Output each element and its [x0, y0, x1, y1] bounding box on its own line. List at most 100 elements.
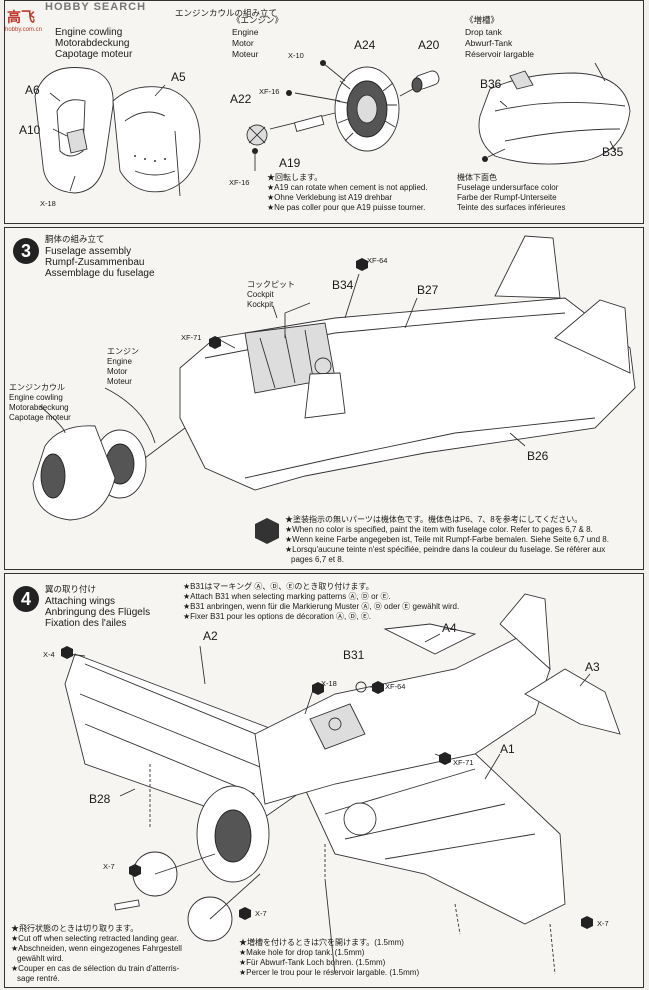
- cowling-label-de: Motorabdeckung: [9, 403, 69, 412]
- part-a2: A2: [203, 629, 218, 643]
- part-a10: A10: [19, 123, 41, 137]
- paint-x4: X-4: [43, 650, 55, 659]
- part-a3: A3: [585, 660, 600, 674]
- paint-x7-a: X-7: [103, 862, 115, 871]
- part-a6: A6: [25, 83, 40, 97]
- step4-title-de: Anbringung des Flügels: [45, 607, 151, 618]
- engine-title-jp: 《エンジン》: [232, 15, 284, 25]
- under-color-fr: Teinte des surfaces inférieures: [457, 203, 566, 212]
- cowling-label-en: Engine cowling: [9, 393, 63, 402]
- paint-xf16-engine: XF-16: [259, 87, 280, 96]
- gear-note-fr: ★Couper en cas de sélection du train d'a…: [11, 964, 180, 973]
- step3-title-jp: 胴体の組み立て: [45, 234, 105, 244]
- color-note-jp: ★塗装指示の無いパーツは機体色です。機体色はP6、7、8を参考にしてください。: [285, 515, 583, 524]
- cowling-label-fr: Capotage moteur: [9, 413, 71, 422]
- color-note-en: ★When no color is specified, paint the i…: [285, 525, 593, 534]
- marking-note-jp: ★B31はマーキング Ⓐ、Ⓓ、Ⓔのとき取り付けます。: [183, 582, 374, 591]
- color-note-de: ★Wenn keine Farbe angegeben ist, Teile m…: [285, 535, 609, 544]
- paint-xf64: XF-64: [385, 682, 406, 691]
- gear-note-fr-2: sage rentré.: [17, 974, 60, 983]
- rotate-note-fr: ★Ne pas coller pour que A19 puisse tourn…: [267, 203, 426, 212]
- step2-title-fr: Capotage moteur: [55, 49, 133, 60]
- paint-x10: X-10: [288, 51, 304, 60]
- gear-note-de-2: gewählt wird.: [17, 954, 64, 963]
- step4-drawing: [61, 593, 621, 975]
- part-a19: A19: [279, 156, 301, 170]
- step3-title-fr: Assemblage du fuselage: [45, 268, 155, 279]
- rotate-note-de: ★Ohne Verklebung ist A19 drehbar: [267, 193, 393, 202]
- step4-title-fr: Fixation des l'ailes: [45, 618, 127, 629]
- paint-xf16-gear: XF-16: [229, 178, 250, 187]
- part-b26: B26: [527, 449, 549, 463]
- paint-x18: X-18: [321, 679, 337, 688]
- gear-note-en: ★Cut off when selecting retracted landin…: [11, 934, 179, 943]
- part-a24: A24: [354, 38, 376, 52]
- tank-note-jp: ★増槽を付けるときは穴を開けます。(1.5mm): [239, 938, 404, 947]
- engine-title-en: Engine: [232, 27, 259, 37]
- droptank-title-en: Drop tank: [465, 27, 502, 37]
- color-note-fr: ★Lorsqu'aucune teinte n'est spécifiée, p…: [285, 545, 606, 554]
- step2-drawing: [34, 60, 631, 197]
- step4-title-jp: 翼の取り付け: [45, 584, 97, 594]
- droptank-title-jp: 《増槽》: [465, 15, 500, 25]
- step3-drawing: [32, 235, 636, 544]
- under-color-jp: 機体下面色: [457, 173, 497, 182]
- marking-note-en: ★Attach B31 when selecting marking patte…: [183, 592, 391, 601]
- step3-number: 3: [13, 238, 39, 264]
- step2-title-en: Engine cowling: [55, 27, 123, 38]
- part-a1: A1: [500, 742, 515, 756]
- part-b28: B28: [89, 792, 111, 806]
- paint-xf71: XF-71: [181, 333, 202, 342]
- paint-x18: X-18: [40, 199, 56, 208]
- tank-note-fr: ★Percer le trou pour le réservoir largab…: [239, 968, 420, 977]
- engine-label-de: Motor: [107, 367, 128, 376]
- cockpit-label-jp: コックピット: [247, 280, 295, 289]
- droptank-title-fr: Réservoir largable: [465, 49, 534, 59]
- rotate-note-jp: ★回転します。: [267, 173, 323, 182]
- step3-panel: 3 胴体の組み立て Fuselage assembly Rumpf-Zusamm…: [4, 227, 644, 570]
- rotate-note-en: ★A19 can rotate when cement is not appli…: [267, 183, 428, 192]
- under-color-de: Farbe der Rumpf-Unterseite: [457, 193, 557, 202]
- part-a5: A5: [171, 70, 186, 84]
- step4-number: 4: [13, 586, 39, 612]
- gear-note-de: ★Abschneiden, wenn eingezogenes Fahrgest…: [11, 944, 182, 953]
- part-b31: B31: [343, 648, 365, 662]
- marking-note-fr: ★Fixer B31 pour les options de décoratio…: [183, 612, 372, 621]
- paint-x7-c: X-7: [597, 919, 609, 928]
- step2-title-jp: エンジンカウルの組み立て: [175, 8, 278, 18]
- engine-label-fr: Moteur: [107, 377, 132, 386]
- engine-title-de: Motor: [232, 38, 254, 48]
- part-a4: A4: [442, 621, 457, 635]
- engine-label-en: Engine: [107, 357, 132, 366]
- paint-x7-b: X-7: [255, 909, 267, 918]
- cowling-label-jp: エンジンカウル: [9, 383, 65, 392]
- under-color-en: Fuselage undersurface color: [457, 183, 559, 192]
- droptank-title-de: Abwurf-Tank: [465, 38, 513, 48]
- step3-title-en: Fuselage assembly: [45, 246, 132, 257]
- step2-title-de: Motorabdeckung: [55, 38, 130, 49]
- step2-panel: 高飞 HOBBY SEARCH hobby.com.cn エンジンカウルの組み立…: [4, 0, 644, 224]
- color-note-fr-2: pages 6,7 et 8.: [291, 555, 344, 564]
- engine-label-jp: エンジン: [107, 347, 139, 356]
- marking-note-de: ★B31 anbringen, wenn für die Markierung …: [183, 602, 460, 611]
- step4-title-en: Attaching wings: [45, 596, 116, 607]
- watermark-logo-cn: 高飞: [7, 9, 35, 25]
- engine-title-fr: Moteur: [232, 49, 259, 59]
- paint-xf64: XF-64: [367, 256, 388, 265]
- gear-note-jp: ★飛行状態のときは切り取ります。: [11, 924, 139, 933]
- watermark-logo: 高飞 HOBBY SEARCH hobby.com.cn: [5, 1, 175, 33]
- cockpit-label-de: Kockpit: [247, 300, 274, 309]
- tank-note-de: ★Für Abwurf-Tank Loch bohren. (1.5mm): [239, 958, 386, 967]
- watermark-logo-en: HOBBY SEARCH: [45, 1, 147, 13]
- tank-note-en: ★Make hole for drop tank. (1.5mm): [239, 948, 365, 957]
- part-a20: A20: [418, 38, 440, 52]
- step4-panel: 4 翼の取り付け Attaching wings Anbringung des …: [4, 573, 644, 988]
- paint-xf71: XF-71: [453, 758, 474, 767]
- cockpit-label-en: Cockpit: [247, 290, 274, 299]
- part-b35: B35: [602, 145, 624, 159]
- part-b36: B36: [480, 77, 502, 91]
- step3-title-de: Rumpf-Zusammenbau: [45, 257, 145, 268]
- part-b27: B27: [417, 283, 439, 297]
- part-a22: A22: [230, 92, 252, 106]
- part-b34: B34: [332, 278, 354, 292]
